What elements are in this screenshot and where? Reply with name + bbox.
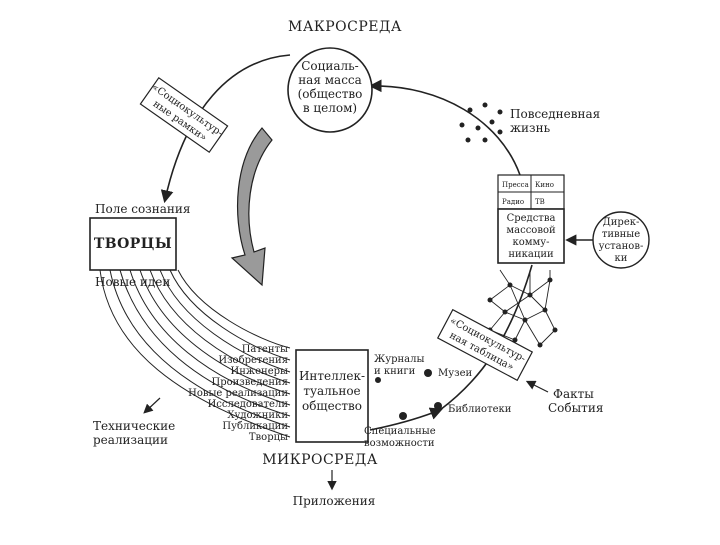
svg-text:События: События xyxy=(548,401,603,415)
svg-text:никации: никации xyxy=(508,249,554,260)
svg-text:Творцы: Творцы xyxy=(249,432,288,443)
svg-text:Средства: Средства xyxy=(507,213,556,224)
svg-text:Публикации: Публикации xyxy=(222,421,288,432)
svg-text:Произведения: Произведения xyxy=(211,377,288,388)
svg-text:Исследователи: Исследователи xyxy=(208,399,289,410)
channel-lines xyxy=(99,269,291,438)
svg-text:туальное: туальное xyxy=(303,384,360,398)
macro-title: МАКРОСРЕДА xyxy=(288,19,402,35)
svg-text:ТВ: ТВ xyxy=(535,198,545,206)
svg-text:Социаль-: Социаль- xyxy=(301,59,359,73)
svg-text:Технические: Технические xyxy=(93,419,175,433)
svg-text:ная масса: ная масса xyxy=(298,73,362,87)
svg-text:Художники: Художники xyxy=(227,410,288,421)
svg-text:массовой: массовой xyxy=(506,225,556,236)
facts-events-label: Факты События xyxy=(548,387,603,415)
applications-label: Приложения xyxy=(293,494,376,508)
everyday-life-label: Повседневная жизнь xyxy=(510,107,600,135)
sociocult-frame-tag: «Социокультур- ные рамки» xyxy=(139,76,229,154)
cycle-arc-bottom-right xyxy=(369,407,443,431)
svg-text:Радио: Радио xyxy=(502,198,524,206)
svg-text:Повседневная: Повседневная xyxy=(510,107,600,121)
mass-media-box xyxy=(497,208,565,264)
svg-text:общество: общество xyxy=(302,399,362,413)
svg-text:возможности: возможности xyxy=(364,438,435,449)
special-label: Специальные возможности xyxy=(364,426,436,449)
big-curved-arrow xyxy=(230,127,273,287)
svg-text:и книги: и книги xyxy=(374,366,416,377)
museums-dot xyxy=(424,369,432,377)
creators-label: ТВОРЦЫ xyxy=(94,236,172,252)
social-mass-circle xyxy=(287,47,373,133)
svg-text:Инженеры: Инженеры xyxy=(231,366,288,377)
svg-text:Специальные: Специальные xyxy=(364,426,436,437)
museums-label: Музеи xyxy=(438,368,472,379)
field-of-consciousness: Поле сознания xyxy=(95,202,190,216)
svg-text:Новые реализации: Новые реализации xyxy=(188,388,288,399)
svg-text:Патенты: Патенты xyxy=(242,344,288,355)
svg-text:Изобретения: Изобретения xyxy=(218,355,288,366)
directives-text: Дирек- тивные установ- ки xyxy=(599,217,644,264)
creators-box xyxy=(89,217,177,271)
svg-text:комму-: комму- xyxy=(512,237,549,248)
svg-text:Интеллек-: Интеллек- xyxy=(299,369,365,383)
svg-text:тивные: тивные xyxy=(602,229,640,240)
svg-text:жизнь: жизнь xyxy=(510,121,551,135)
technical-label: Технические реализации xyxy=(93,419,175,447)
intellectual-society-box xyxy=(295,349,369,443)
svg-text:Факты: Факты xyxy=(553,387,594,401)
intellectual-society-text: Интеллек- туальное общество xyxy=(299,369,365,413)
micro-title: МИКРОСРЕДА xyxy=(262,452,378,468)
libraries-dot xyxy=(434,402,442,410)
svg-text:в целом): в целом) xyxy=(303,101,357,115)
social-mass-text: Социаль- ная масса (общество в целом) xyxy=(298,59,363,115)
libraries-label: Библиотеки xyxy=(448,404,512,415)
svg-text:Дирек-: Дирек- xyxy=(603,217,640,228)
network-lattice xyxy=(489,269,556,346)
media-grid: Пресса Кино Радио ТВ xyxy=(497,174,565,210)
technical-arrow xyxy=(143,397,161,414)
svg-text:Журналы: Журналы xyxy=(374,354,425,365)
mass-media-text: Средства массовой комму- никации xyxy=(506,213,556,260)
svg-text:Кино: Кино xyxy=(535,181,554,189)
svg-text:установ-: установ- xyxy=(599,241,644,252)
svg-text:(общество: (общество xyxy=(298,87,363,101)
everyday-dots xyxy=(459,102,503,143)
svg-text:реализации: реализации xyxy=(93,433,168,447)
special-dot xyxy=(399,412,407,420)
cycle-arc-top-left xyxy=(160,54,291,204)
journals-dot xyxy=(375,377,381,383)
facts-arrow xyxy=(525,380,549,393)
cycle-arc-top-right xyxy=(368,79,521,176)
svg-text:Пресса: Пресса xyxy=(502,181,529,189)
journals-label: Журналы и книги xyxy=(374,354,425,377)
channel-labels: Патенты Изобретения Инженеры Произведени… xyxy=(188,344,288,443)
svg-text:ки: ки xyxy=(615,253,628,264)
